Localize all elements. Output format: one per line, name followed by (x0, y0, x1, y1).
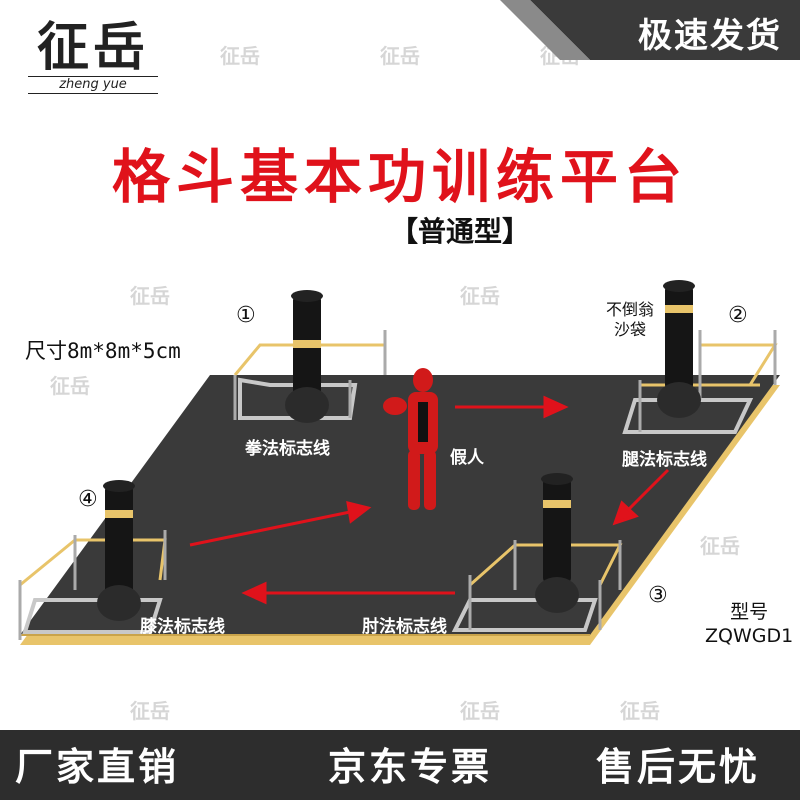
station-1-number: ① (236, 303, 256, 328)
knee-line-label: 膝法标志线 (140, 617, 225, 637)
station-3-number: ③ (648, 583, 668, 608)
fast-shipping-badge: 极速发货 (638, 16, 782, 56)
direction-arrows (189, 395, 670, 605)
tumbler-bag-3 (535, 473, 579, 613)
size-label: 尺寸8m*8m*5cm (25, 339, 181, 363)
punch-line-label: 拳法标志线 (245, 439, 330, 459)
station-2-number: ② (728, 303, 748, 328)
brand-logo: 征岳 zheng yue (18, 20, 168, 94)
model-value: ZQWGD1 (705, 625, 794, 647)
brand-name-cn: 征岳 (36, 17, 149, 78)
watermark: 征岳 (380, 44, 420, 68)
equipment-label: 不倒翁 沙袋 (605, 300, 654, 339)
banner-stripe (500, 0, 590, 60)
tumbler-bag-1 (285, 290, 329, 423)
page-subtitle: 【普通型】 (390, 215, 531, 248)
dummy-label: 假人 (450, 448, 484, 468)
top-banner (530, 0, 800, 60)
watermark: 征岳 (620, 699, 660, 723)
tumbler-bag-2 (657, 280, 701, 418)
station-4-number: ④ (78, 487, 98, 512)
watermark: 征岳 (460, 284, 500, 308)
watermark: 征岳 (130, 699, 170, 723)
watermark: 征岳 (460, 699, 500, 723)
watermark: 征岳 (50, 374, 90, 398)
elbow-line-label: 肘法标志线 (362, 617, 447, 637)
training-dummy (383, 368, 438, 510)
station-1-frame (238, 377, 358, 420)
factory-direct-label: 厂家直销 (15, 745, 180, 789)
watermark: 征岳 (220, 44, 260, 68)
invoice-label: 京东专票 (328, 745, 493, 789)
page-title: 格斗基本功训练平台 (111, 143, 688, 211)
watermark: 征岳 (700, 534, 740, 558)
brand-name-en: zheng yue (28, 76, 158, 94)
after-sales-label: 售后无忧 (596, 745, 761, 789)
model-info: 型号 ZQWGD1 (705, 600, 793, 648)
bottom-bar (0, 730, 800, 800)
tumbler-bag-4 (97, 480, 141, 621)
watermark: 征岳 (130, 284, 170, 308)
kick-line-label: 腿法标志线 (622, 450, 707, 470)
model-label: 型号 (730, 601, 769, 623)
training-mat (20, 375, 780, 635)
